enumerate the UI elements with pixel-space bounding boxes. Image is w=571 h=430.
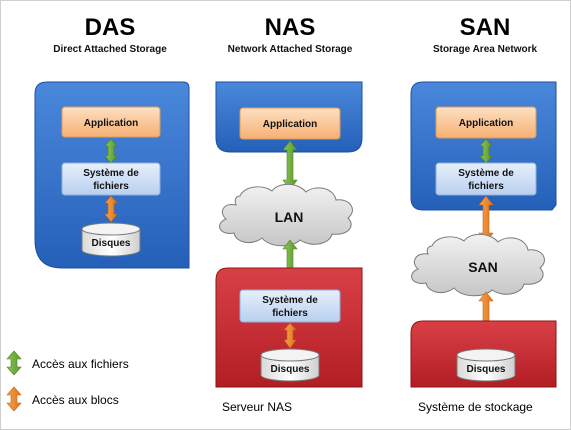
das-subtitle: Direct Attached Storage <box>53 44 167 55</box>
nas-upper-file-access-arrow <box>282 140 298 191</box>
san-filesystem-label-line1: Système de <box>458 168 514 179</box>
nas-block-access-arrow <box>283 322 297 349</box>
das-filesystem-box <box>61 162 161 196</box>
san-application-box <box>435 106 537 139</box>
das-application-label: Application <box>84 118 138 129</box>
san-storage-caption: Système de stockage <box>418 400 533 414</box>
san-filesystem-box <box>435 162 537 196</box>
san-subtitle: Storage Area Network <box>432 44 538 55</box>
nas-filesystem-label-line2: fichiers <box>272 308 308 319</box>
nas-subtitle: Network Attached Storage <box>227 44 353 55</box>
nas-filesystem-label-line1: Système de <box>262 295 318 306</box>
nas-disks-label: Disques <box>271 364 310 375</box>
legend-block-access-label: Accès aux blocs <box>32 393 119 407</box>
das-filesystem-label-line2: fichiers <box>93 181 129 192</box>
san-title: SAN <box>459 14 511 41</box>
nas-title: NAS <box>264 14 316 41</box>
san-network-cloud <box>411 233 545 297</box>
san-application-label: Application <box>459 118 513 129</box>
legend-file-access-label: Accès aux fichiers <box>32 357 129 371</box>
san-network-label: SAN <box>468 259 498 275</box>
san-filesystem-label-line2: fichiers <box>468 181 504 192</box>
legend-file-access-icon <box>6 350 22 376</box>
san-disks-label: Disques <box>467 364 506 375</box>
nas-lan-cloud <box>219 183 353 247</box>
das-filesystem-label-line1: Système de <box>83 168 139 179</box>
nas-application-label: Application <box>263 119 317 130</box>
das-disks-cylinder <box>81 222 141 257</box>
nas-filesystem-box <box>239 289 341 323</box>
das-disks-label: Disques <box>92 238 131 249</box>
legend-block-access-icon <box>6 386 22 412</box>
san-disks-cylinder <box>456 348 516 382</box>
nas-disks-cylinder <box>260 348 320 382</box>
nas-lan-label: LAN <box>275 209 304 225</box>
das-application-box <box>61 106 161 138</box>
das-block-access-arrow <box>104 195 118 223</box>
das-title: DAS <box>84 14 136 41</box>
nas-server-caption: Serveur NAS <box>222 400 293 414</box>
nas-application-box <box>239 107 341 140</box>
